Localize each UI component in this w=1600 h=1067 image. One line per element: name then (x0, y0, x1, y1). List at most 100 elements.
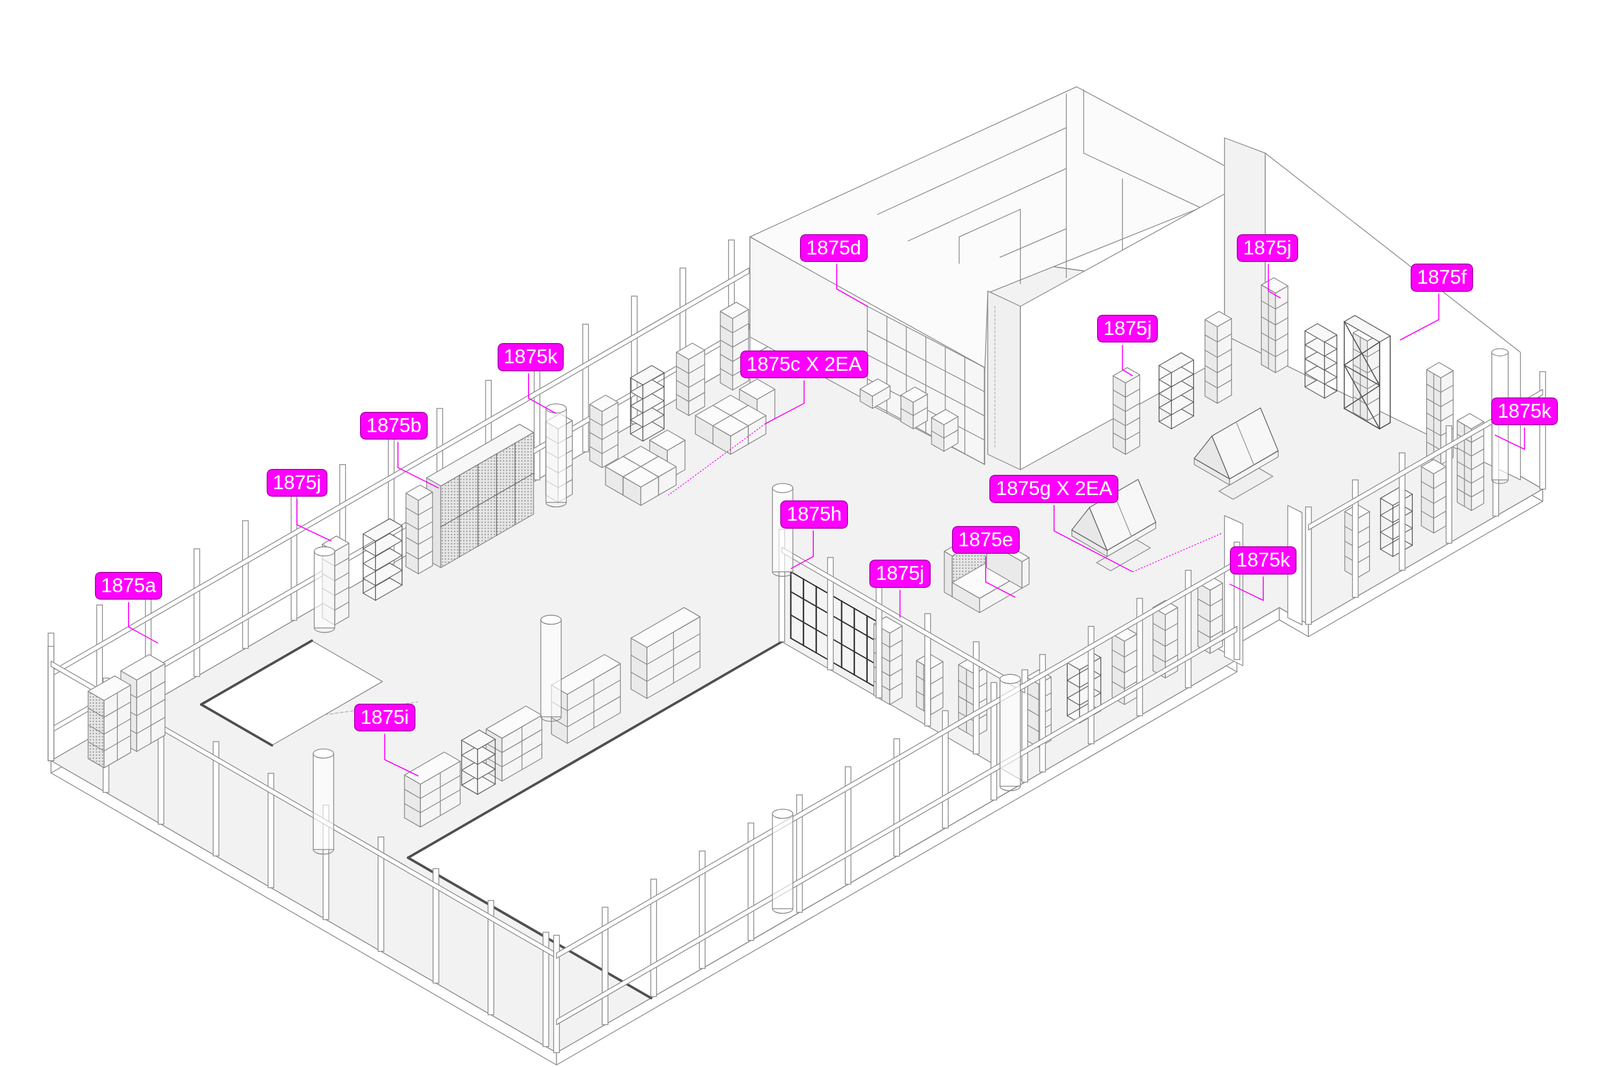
plan-drawing (48, 86, 1546, 1065)
shelf-division (720, 354, 733, 362)
shelf-unit (551, 654, 621, 695)
column-post (291, 492, 298, 620)
railing-tube (781, 547, 1026, 693)
partition-wall (987, 290, 1021, 470)
room-wall-line (877, 127, 1067, 215)
shelf-division (889, 682, 902, 690)
hanging-rack-post (802, 579, 805, 646)
shelf-division (1125, 388, 1140, 397)
shelf-division (1471, 449, 1484, 456)
round-column (540, 619, 562, 717)
open-shelf-post (1411, 493, 1413, 546)
shelf-division (334, 572, 350, 581)
open-shelf-plate (461, 729, 496, 749)
shelf-unit (405, 492, 419, 574)
shelf-division (405, 552, 419, 559)
column-post (194, 548, 200, 677)
shelf-unit (1113, 375, 1126, 454)
round-column-base (1491, 480, 1509, 484)
shelf-division (1124, 649, 1137, 657)
shelf-division (688, 392, 705, 402)
shelf-division (1441, 399, 1454, 407)
room-wall-line (1083, 153, 1220, 217)
callout-tag: 1875g X 2EA (989, 474, 1119, 503)
shelf-unit (405, 484, 433, 501)
shelf-unit (676, 352, 689, 416)
round-column (313, 753, 334, 850)
round-column-base (314, 627, 335, 633)
shelf-division (676, 380, 689, 388)
open-shelf-post (374, 540, 376, 600)
shelf-division (1433, 510, 1446, 518)
leader-dotted (1132, 532, 1223, 572)
shelf-unit (602, 402, 619, 468)
shelf-division (1112, 665, 1125, 673)
shelf-division (1471, 462, 1484, 470)
round-column-top (772, 809, 793, 819)
shelf-division (589, 446, 603, 454)
shelf-division (688, 378, 705, 388)
open-shelf-plate (630, 365, 664, 385)
callout-number: 1875h (786, 502, 842, 525)
round-column-base (772, 908, 793, 914)
shelf-division (720, 368, 733, 376)
open-shelf-plate (1305, 337, 1338, 356)
shelf-division (440, 772, 442, 815)
frame-rack-post (1389, 336, 1391, 423)
shelf-division (405, 507, 419, 515)
leader-line (1053, 505, 1133, 572)
round-column-base (540, 716, 562, 722)
shelf-division (1153, 622, 1166, 630)
shelf-unit (88, 691, 104, 768)
open-shelf-post (1066, 662, 1068, 716)
shelf-division (418, 550, 433, 559)
frame-rack-rail (1379, 422, 1391, 429)
shelf-unit (1357, 511, 1370, 578)
open-shelf-plate (1380, 521, 1413, 540)
shelf-unit (1217, 318, 1232, 404)
shelf-division (1268, 289, 1270, 369)
shelf-division (913, 407, 928, 416)
shelf-unit (630, 607, 700, 648)
open-shelf-post (1380, 498, 1382, 550)
column-post (582, 324, 589, 452)
leader-dotted (668, 423, 766, 495)
slab-cut-edge (408, 857, 652, 998)
shelf-division (900, 408, 914, 416)
shelf-unit (334, 542, 350, 625)
shelf-division (1210, 598, 1223, 606)
shelf-division (1471, 475, 1484, 483)
shelf-division (1204, 380, 1218, 388)
leader-line (397, 441, 439, 488)
shelf-division (589, 418, 603, 426)
shelf-division (1421, 481, 1434, 488)
room-wall-line (1000, 228, 1067, 258)
callout-tag: 1875c X 2EA (740, 350, 869, 379)
shelf-division (1421, 510, 1434, 518)
short-wall (1224, 515, 1243, 666)
shelf-division (965, 669, 967, 733)
shelf-division (1357, 526, 1370, 534)
shelf-unit (1275, 285, 1288, 373)
shelf-division (1275, 333, 1288, 341)
column-post (242, 520, 249, 648)
shelf-division (1204, 334, 1218, 342)
shelf-unit (1426, 362, 1454, 378)
hanging-rack-post (853, 608, 855, 675)
shelf-division (1125, 432, 1140, 440)
shelf-division (1026, 692, 1039, 700)
shelf-division (88, 724, 104, 734)
shelf-division (602, 430, 619, 440)
shelf-unit (88, 675, 131, 701)
shelf-division (676, 394, 689, 402)
shelf-division (88, 741, 104, 751)
shelf-division (150, 671, 152, 743)
callout-tag: 1875k (497, 342, 565, 372)
shelf-division (1217, 349, 1232, 358)
round-column-top (313, 748, 334, 758)
shelf-division (931, 430, 944, 438)
partition-hatch (994, 306, 996, 450)
open-shelf-plate (1380, 486, 1413, 506)
shelf-division (1153, 654, 1166, 662)
callout-tag: 1875k (1229, 546, 1297, 575)
